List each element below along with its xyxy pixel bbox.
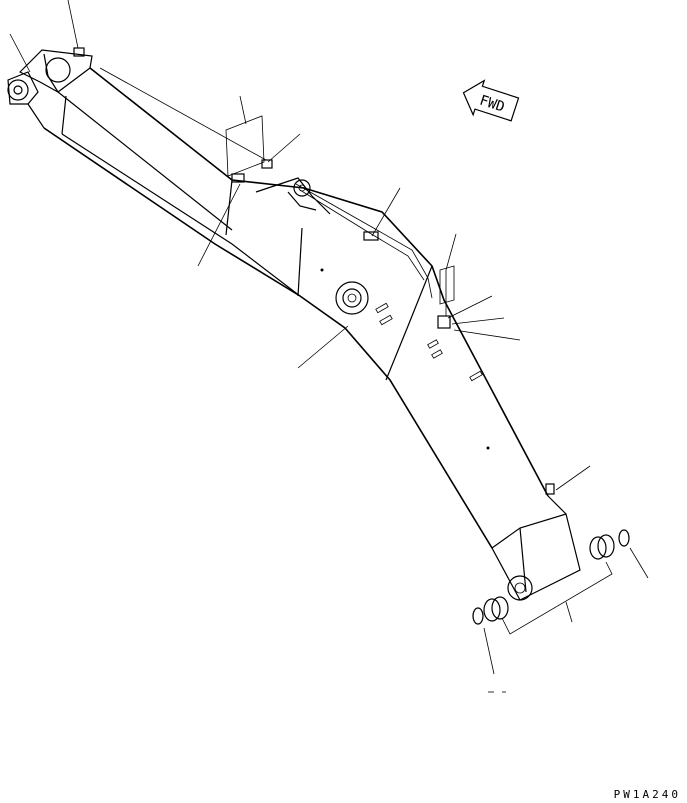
tag-plate	[225, 115, 265, 177]
clamp-part	[261, 159, 273, 169]
forward-direction-arrow: FWD	[462, 79, 520, 122]
bushings	[472, 529, 630, 635]
snap-ring-left	[472, 607, 484, 625]
clamp-part	[363, 231, 379, 241]
center-pin-boss	[335, 281, 369, 315]
arm-pin-boss	[507, 575, 533, 601]
snap-ring-right	[618, 529, 630, 547]
foot-pin-boss	[45, 57, 71, 83]
clamps	[73, 47, 555, 495]
tag-plate	[439, 265, 455, 305]
boom-body	[7, 49, 581, 601]
leader-lines	[9, 0, 649, 693]
cylinder-pin-boss	[293, 179, 311, 197]
drawing-code: PW1A240	[613, 788, 681, 801]
clamp-part	[73, 47, 85, 57]
clamp-part	[437, 315, 451, 329]
bushing-right	[597, 534, 615, 558]
clamp-part	[545, 483, 555, 495]
clamp-part	[231, 173, 245, 183]
fwd-label: FWD	[477, 93, 506, 116]
bushing-left	[491, 596, 509, 620]
